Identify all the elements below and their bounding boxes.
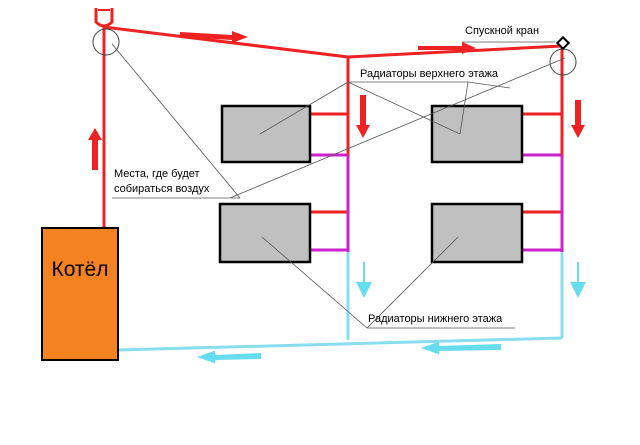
air-places-label-line1: Места, где будет	[114, 168, 200, 180]
radiator-lower-right	[430, 202, 524, 264]
boiler-label: Котёл	[51, 258, 109, 281]
upper-radiators-label: Радиаторы верхнего этажа	[360, 68, 498, 80]
lower-radiators-label: Радиаторы нижнего этажа	[368, 313, 503, 325]
hot-supply-pipes	[102, 25, 564, 228]
cold-flow-arrows	[197, 262, 586, 364]
hot-flow-arrows	[88, 31, 585, 170]
drain-valve-icon	[555, 35, 571, 51]
air-point-left	[92, 28, 120, 56]
drain-valve-label: Спускной кран	[465, 25, 540, 37]
leader-lines	[111, 41, 566, 329]
radiator-upper-left	[220, 104, 312, 164]
expansion-tank	[94, 8, 114, 28]
boiler	[41, 227, 119, 361]
radiator-upper-right	[430, 104, 524, 164]
air-places-label-line2: собираться воздух	[114, 183, 210, 195]
radiators	[218, 104, 524, 264]
radiator-lower-left	[218, 202, 312, 264]
